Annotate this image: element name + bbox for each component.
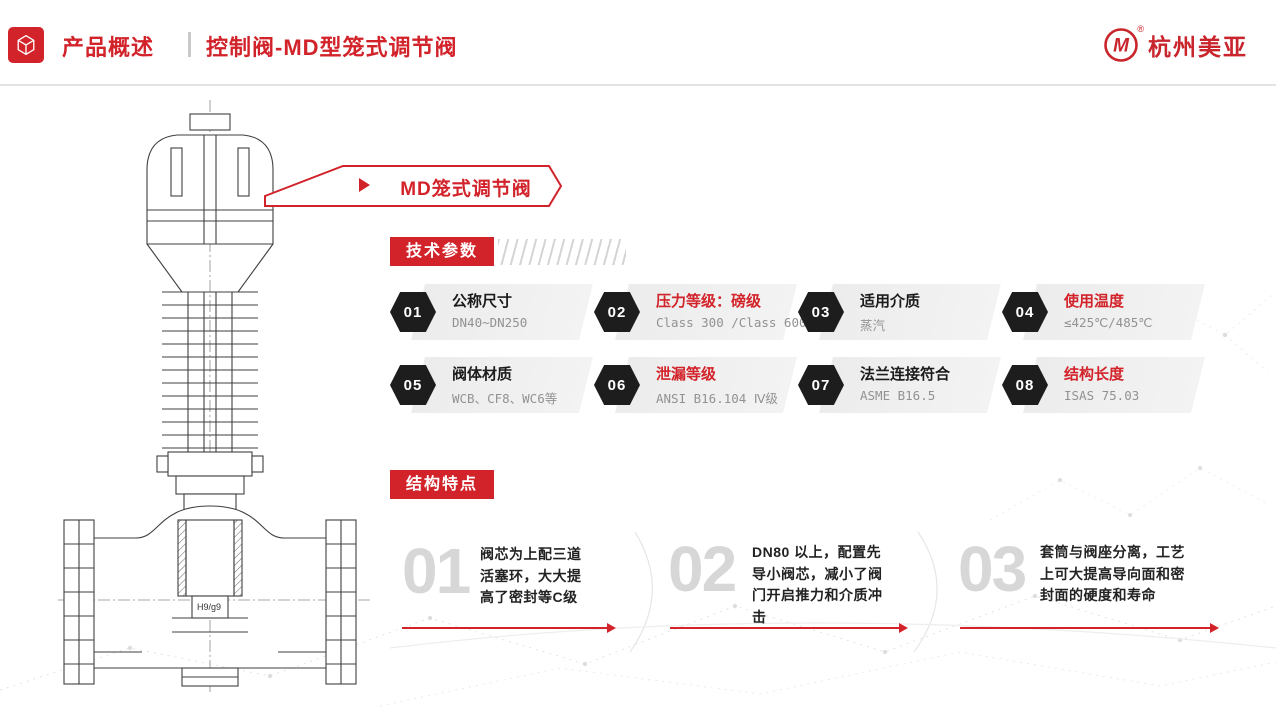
param-item: 02 压力等级：磅级 Class 300 /Class 600 (594, 283, 807, 341)
param-item: 08 结构长度 ISAS 75.03 (1002, 356, 1205, 414)
param-number-badge: 06 (594, 365, 640, 405)
param-number-badge: 05 (390, 365, 436, 405)
param-item: 06 泄漏等级 ANSI B16.104 Ⅳ级 (594, 356, 797, 414)
param-title: 法兰连接符合 (860, 366, 951, 383)
right-arrow-icon (670, 623, 908, 633)
param-value: ≤425℃/485℃ (1064, 315, 1153, 330)
param-title: 阀体材质 (452, 366, 513, 383)
logo-letter: M (1113, 36, 1130, 57)
param-item: 07 法兰连接符合 ASME B16.5 (798, 356, 1001, 414)
right-arrow-icon (402, 623, 616, 633)
param-number-badge: 02 (594, 292, 640, 332)
param-number-badge: 07 (798, 365, 844, 405)
page-subtitle: 控制阀-MD型笼式调节阀 (206, 35, 458, 60)
param-number: 01 (403, 303, 423, 321)
param-number: 02 (607, 303, 627, 321)
param-value: ASME B16.5 (860, 388, 936, 403)
param-title: 压力等级：磅级 (656, 293, 762, 310)
param-item: 05 阀体材质 WCB、CF8、WC6等 (390, 356, 593, 414)
param-title: 使用温度 (1064, 293, 1125, 310)
feature-number: 02 (668, 533, 737, 605)
param-title: 适用介质 (860, 293, 921, 310)
param-number-badge: 03 (798, 292, 844, 332)
section-title-features: 结构特点 (390, 470, 494, 499)
param-number-badge: 01 (390, 292, 436, 332)
feature-item: 03 套筒与阀座分离，工艺上可大提高导向面和密封面的硬度和寿命 (958, 536, 1218, 626)
feature-item: 01 阀芯为上配三道活塞环，大大提高了密封等C级 (402, 538, 632, 628)
param-number: 08 (1015, 376, 1035, 394)
param-item: 01 公称尺寸 DN40~DN250 (390, 283, 593, 341)
brand: M ® 杭州美亚 (1102, 24, 1248, 64)
param-number: 04 (1015, 303, 1035, 321)
registered-mark: ® (1137, 24, 1144, 34)
feature-text: 阀芯为上配三道活塞环，大大提高了密封等C级 (480, 546, 582, 606)
param-number-badge: 04 (1002, 292, 1048, 332)
section-title-tech-params: 技术参数 (390, 237, 494, 266)
param-value: ANSI B16.104 Ⅳ级 (656, 391, 778, 406)
cube-icon (8, 27, 44, 63)
brand-name: 杭州美亚 (1148, 34, 1248, 60)
param-item: 04 使用温度 ≤425℃/485℃ (1002, 283, 1205, 341)
param-number: 05 (403, 376, 423, 394)
play-triangle-icon (359, 178, 370, 192)
feature-text: 套筒与阀座分离，工艺上可大提高导向面和密封面的硬度和寿命 (1040, 544, 1185, 604)
title-divider (188, 32, 191, 57)
m-circle-logo: M ® (1102, 24, 1144, 64)
param-title: 结构长度 (1064, 366, 1125, 383)
param-value: 蒸汽 (860, 318, 886, 333)
param-value: WCB、CF8、WC6等 (452, 391, 558, 406)
drawing-annotation: H9/g9 (197, 602, 221, 612)
param-value: Class 300 /Class 600 (656, 315, 807, 330)
header: 产品概述 控制阀-MD型笼式调节阀 M ® 杭州美亚 (0, 0, 1276, 86)
right-arrow-icon (960, 623, 1219, 633)
page-title: 产品概述 (62, 35, 155, 60)
feature-item: 02 DN80 以上，配置先导小阀芯，减小了阀门开启推力和介质冲击 (668, 536, 908, 626)
ribbon-label: MD笼式调节阀 (400, 179, 532, 200)
param-title: 泄漏等级 (656, 366, 717, 383)
param-number: 07 (811, 376, 831, 394)
feature-number: 03 (958, 533, 1027, 605)
hatch-decoration (498, 239, 626, 265)
product-ribbon: MD笼式调节阀 (263, 162, 565, 210)
param-value: DN40~DN250 (452, 315, 528, 330)
param-value: ISAS 75.03 (1064, 388, 1140, 403)
param-item: 03 适用介质 蒸汽 (798, 283, 1001, 341)
feature-text: DN80 以上，配置先导小阀芯，减小了阀门开启推力和介质冲击 (752, 544, 883, 626)
param-number: 03 (811, 303, 831, 321)
param-number: 06 (607, 376, 627, 394)
feature-number: 01 (402, 535, 471, 607)
param-number-badge: 08 (1002, 365, 1048, 405)
param-title: 公称尺寸 (452, 293, 513, 310)
